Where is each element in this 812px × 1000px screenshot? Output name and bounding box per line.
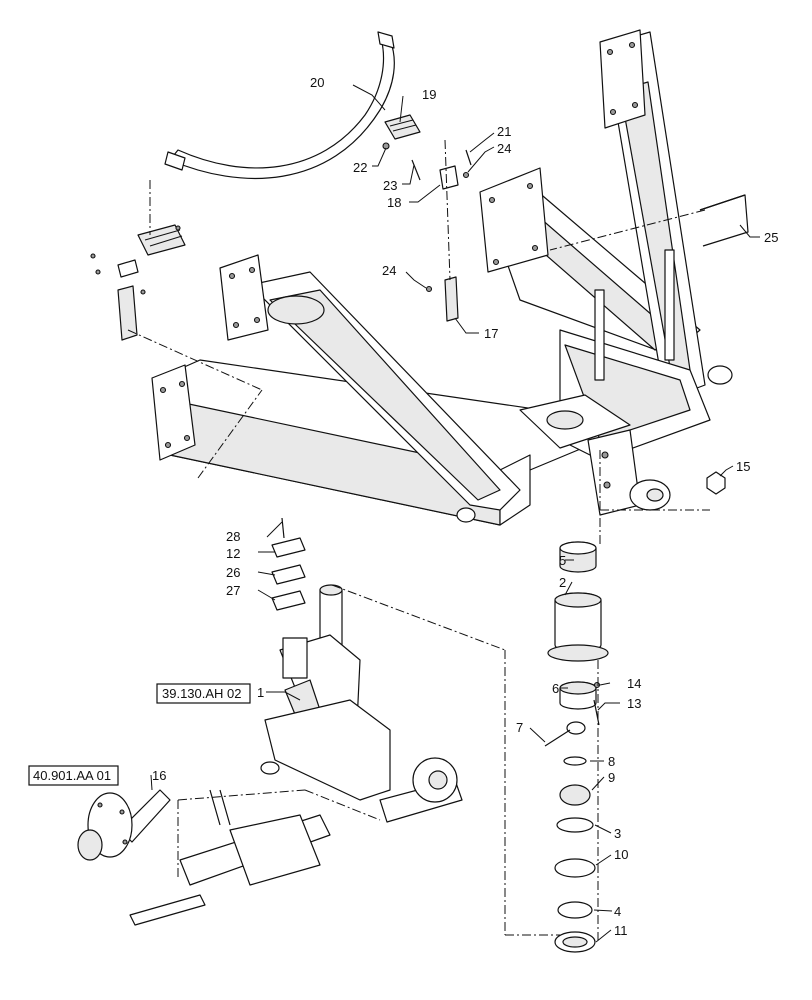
nut-24-upper: [462, 171, 470, 179]
left-clamp-assembly: [90, 224, 186, 341]
callout-8: 8: [608, 754, 615, 769]
bracket-18: [439, 165, 459, 190]
reference-hub-label: 40.901.AA 01: [33, 768, 111, 783]
reference-box-spindle[interactable]: 39.130.AH 02: [156, 683, 251, 704]
reference-spindle-label: 39.130.AH 02: [162, 686, 242, 701]
callout-3: 3: [614, 826, 621, 841]
callout-27: 27: [226, 583, 240, 598]
washer-8: [563, 756, 587, 766]
callout-4: 4: [614, 904, 621, 919]
bearing-9: [559, 784, 591, 806]
washer-12: [271, 537, 306, 558]
race-4: [557, 901, 593, 919]
fender-strap-20: [164, 31, 395, 179]
pin-21: [465, 149, 472, 166]
axle-crank: [129, 789, 331, 926]
nut-15: [706, 471, 726, 495]
callout-labels: 20 19 22 23 18 21 24 24 17 25 15 28 12 2…: [152, 75, 778, 938]
plate-26: [271, 564, 306, 585]
callout-28: 28: [226, 529, 240, 544]
pin-23: [411, 159, 421, 181]
nut-24-lower: [425, 285, 433, 293]
bolt-28: [281, 517, 285, 539]
callout-16: 16: [152, 768, 166, 783]
callout-7: 7: [516, 720, 523, 735]
callout-24-upper: 24: [497, 141, 511, 156]
u-bolt-25: [699, 194, 749, 247]
centerlines: [127, 139, 710, 940]
plate-27: [271, 590, 306, 611]
bolt-13: [593, 699, 600, 726]
callout-23: 23: [383, 178, 397, 193]
callout-26: 26: [226, 565, 240, 580]
callout-22: 22: [353, 160, 367, 175]
callout-2: 2: [559, 575, 566, 590]
race-3: [556, 817, 594, 833]
callout-20: 20: [310, 75, 324, 90]
hub-16: [77, 789, 171, 861]
callout-19: 19: [422, 87, 436, 102]
reference-box-hub[interactable]: 40.901.AA 01: [28, 765, 119, 786]
callout-5: 5: [559, 553, 566, 568]
callout-6: 6: [552, 681, 559, 696]
callout-15: 15: [736, 459, 750, 474]
callout-1: 1: [257, 685, 264, 700]
nut-7: [566, 721, 586, 735]
spindle-assembly: [260, 517, 463, 823]
bearing-stack: [544, 541, 609, 953]
callout-11: 11: [614, 923, 628, 938]
cup-10: [554, 858, 596, 878]
latch-17: [444, 276, 459, 322]
upper-small-parts: [382, 114, 749, 322]
callout-13: 13: [627, 696, 641, 711]
callout-10: 10: [614, 847, 628, 862]
callout-21: 21: [497, 124, 511, 139]
callout-12: 12: [226, 546, 240, 561]
washer-14: [593, 681, 601, 689]
callout-18: 18: [387, 195, 401, 210]
leader-lines: [150, 84, 760, 943]
callout-14: 14: [627, 676, 641, 691]
callout-24-lower: 24: [382, 263, 396, 278]
main-frame: [151, 29, 733, 526]
callout-25: 25: [764, 230, 778, 245]
callout-17: 17: [484, 326, 498, 341]
pad-19: [384, 114, 421, 140]
callout-9: 9: [608, 770, 615, 785]
